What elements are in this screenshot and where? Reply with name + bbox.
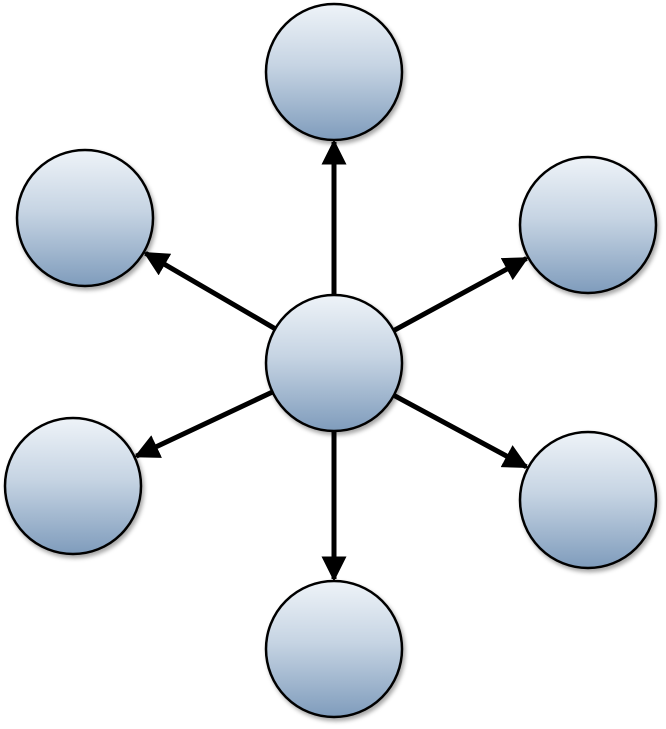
node-lower-right (518, 430, 658, 570)
node-lower-left (3, 416, 143, 556)
node-circle-upper-left (15, 148, 155, 288)
node-upper-right (518, 155, 658, 295)
node-top (264, 2, 404, 142)
node-circle-bottom (264, 579, 404, 719)
node-circle-upper-right (518, 155, 658, 295)
arrow-center-to-upper-left (143, 251, 277, 331)
hub-node-circle (264, 293, 404, 433)
arrow-center-to-lower-right (392, 393, 529, 469)
node-circle-top (264, 2, 404, 142)
node-upper-left (15, 148, 155, 288)
arrow-center-to-upper-right (392, 256, 529, 333)
node-circle-lower-right (518, 430, 658, 570)
node-circle-lower-left (3, 416, 143, 556)
nodes-layer (3, 2, 658, 719)
arrow-center-to-lower-left (134, 389, 274, 459)
node-bottom (264, 579, 404, 719)
hub-node (264, 293, 404, 433)
edges-layer (134, 139, 529, 582)
